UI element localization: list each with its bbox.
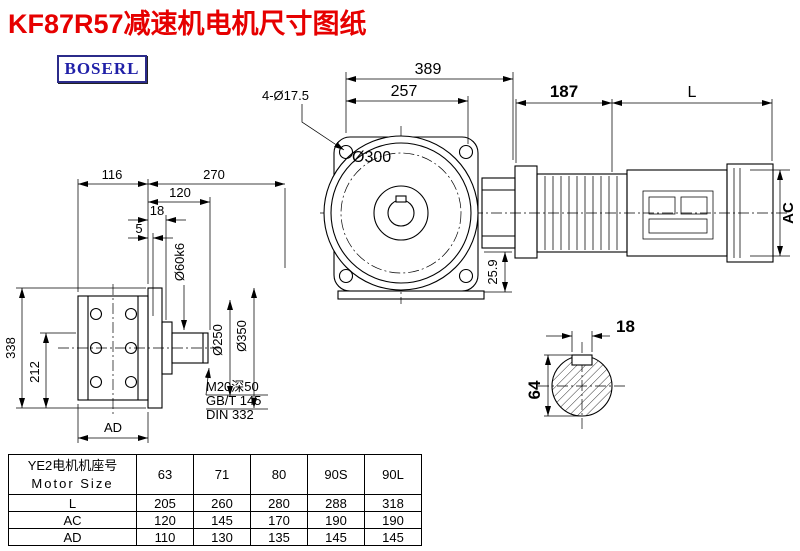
table-cell: 260 bbox=[193, 494, 251, 512]
gearbox-front-view bbox=[323, 135, 485, 300]
table-cell: 145 bbox=[193, 511, 251, 529]
table-cell: 110 bbox=[136, 528, 194, 546]
dim-key-18: 18 bbox=[616, 317, 635, 336]
table-cell: 170 bbox=[250, 511, 308, 529]
dim-holes: 4-Ø17.5 bbox=[262, 88, 309, 103]
table-cell: 288 bbox=[307, 494, 365, 512]
dim-d300: Ø300 bbox=[352, 149, 391, 166]
row-label: L bbox=[8, 494, 137, 512]
boserl-logo: BOSERL bbox=[57, 55, 147, 83]
dim-d250: Ø250 bbox=[210, 324, 225, 356]
table-cell: 120 bbox=[136, 511, 194, 529]
motor-dimensions: 187 L AC bbox=[515, 82, 797, 257]
dim-257: 257 bbox=[391, 83, 418, 100]
table-cell: 190 bbox=[307, 511, 365, 529]
dim-338: 338 bbox=[3, 337, 18, 359]
size-column-63: 63 bbox=[136, 454, 194, 495]
dim-d60k6: Ø60k6 bbox=[172, 243, 187, 281]
table-cell: 205 bbox=[136, 494, 194, 512]
size-column-90l: 90L bbox=[364, 454, 422, 495]
output-flange-view bbox=[77, 287, 209, 409]
dim-212: 212 bbox=[27, 361, 42, 383]
table-cell: 280 bbox=[250, 494, 308, 512]
header-en: Motor Size bbox=[31, 475, 114, 491]
dim-389: 389 bbox=[415, 61, 442, 78]
shaft-section-view: 18 64 bbox=[525, 317, 635, 430]
dim-AC: AC bbox=[780, 202, 797, 224]
front-view-dimensions: 389 257 4-Ø17.5 Ø300 25.9 bbox=[262, 61, 514, 293]
tap-spec-din: DIN 332 bbox=[206, 407, 254, 422]
table-header-row: YE2电机机座号 Motor Size 63 71 80 90S 90L bbox=[8, 454, 422, 495]
row-label: AC bbox=[8, 511, 137, 529]
page-title: KF87R57减速机电机尺寸图纸 bbox=[8, 9, 367, 39]
dim-25-9: 25.9 bbox=[485, 259, 500, 284]
dim-120: 120 bbox=[169, 185, 191, 200]
tap-spec-gbt: GB/T 145 bbox=[206, 393, 261, 408]
motor-size-table: YE2电机机座号 Motor Size 63 71 80 90S 90L L 2… bbox=[8, 454, 422, 546]
table-cell: 130 bbox=[193, 528, 251, 546]
tap-spec-m20: M20深50 bbox=[206, 379, 259, 394]
table-row-AC: AC 120 145 170 190 190 bbox=[8, 511, 422, 529]
dim-187: 187 bbox=[550, 82, 578, 101]
dim-L: L bbox=[688, 84, 697, 101]
table-cell: 318 bbox=[364, 494, 422, 512]
motor-side-view bbox=[481, 163, 774, 263]
output-view-dimensions: 116 270 120 18 5 338 212 AD Ø60k6 Ø250 Ø… bbox=[3, 167, 286, 443]
table-cell: 135 bbox=[250, 528, 308, 546]
table-cell: 145 bbox=[307, 528, 365, 546]
table-row-L: L 205 260 280 288 318 bbox=[8, 494, 422, 512]
table-cell: 190 bbox=[364, 511, 422, 529]
dim-116: 116 bbox=[102, 167, 123, 182]
row-label: AD bbox=[8, 528, 137, 546]
size-column-80: 80 bbox=[250, 454, 308, 495]
header-cn: YE2电机机座号 bbox=[27, 457, 118, 473]
dim-64: 64 bbox=[525, 380, 544, 399]
table-header-cell: YE2电机机座号 Motor Size bbox=[8, 454, 137, 495]
table-row-AD: AD 110 130 135 145 145 bbox=[8, 528, 422, 546]
dim-18: 18 bbox=[150, 203, 164, 218]
table-cell: 145 bbox=[364, 528, 422, 546]
size-column-71: 71 bbox=[193, 454, 251, 495]
size-column-90s: 90S bbox=[307, 454, 365, 495]
dim-5: 5 bbox=[135, 221, 142, 236]
dim-270: 270 bbox=[203, 167, 225, 182]
dim-AD: AD bbox=[104, 420, 122, 435]
dim-d350: Ø350 bbox=[234, 320, 249, 352]
